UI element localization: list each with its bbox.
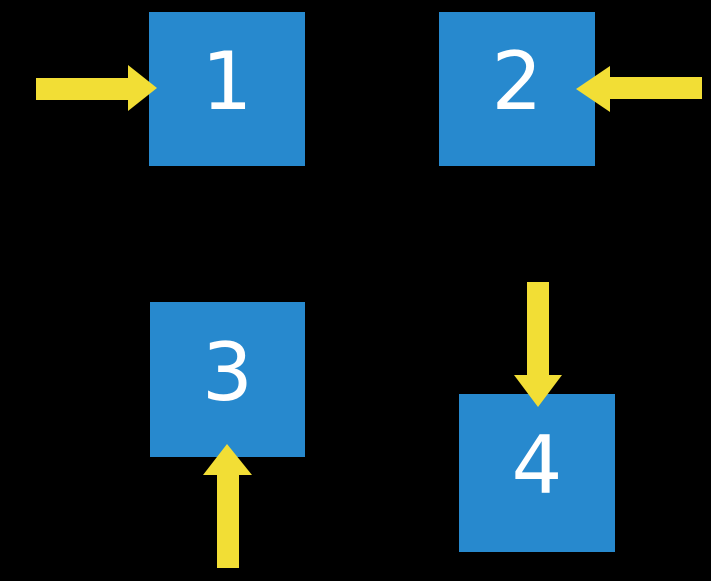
square-1-label: 1 — [201, 35, 253, 128]
arrow-right-icon-shaft — [36, 78, 128, 100]
arrow-up-icon — [203, 444, 252, 475]
arrow-up-icon-shaft — [217, 474, 239, 568]
square-4[interactable]: 4 — [459, 394, 615, 552]
arrow-down-icon-shaft — [527, 282, 549, 376]
arrow-left-icon-shaft — [610, 77, 702, 99]
arrow-down-icon — [514, 375, 562, 407]
square-3-label: 3 — [202, 325, 253, 419]
arrow-left-icon — [576, 66, 610, 112]
square-3[interactable]: 3 — [150, 302, 305, 457]
arrow-right-icon — [128, 65, 157, 111]
square-2[interactable]: 2 — [439, 12, 595, 166]
square-2-label: 2 — [491, 35, 543, 128]
square-1[interactable]: 1 — [149, 12, 305, 166]
square-4-label: 4 — [511, 419, 563, 512]
